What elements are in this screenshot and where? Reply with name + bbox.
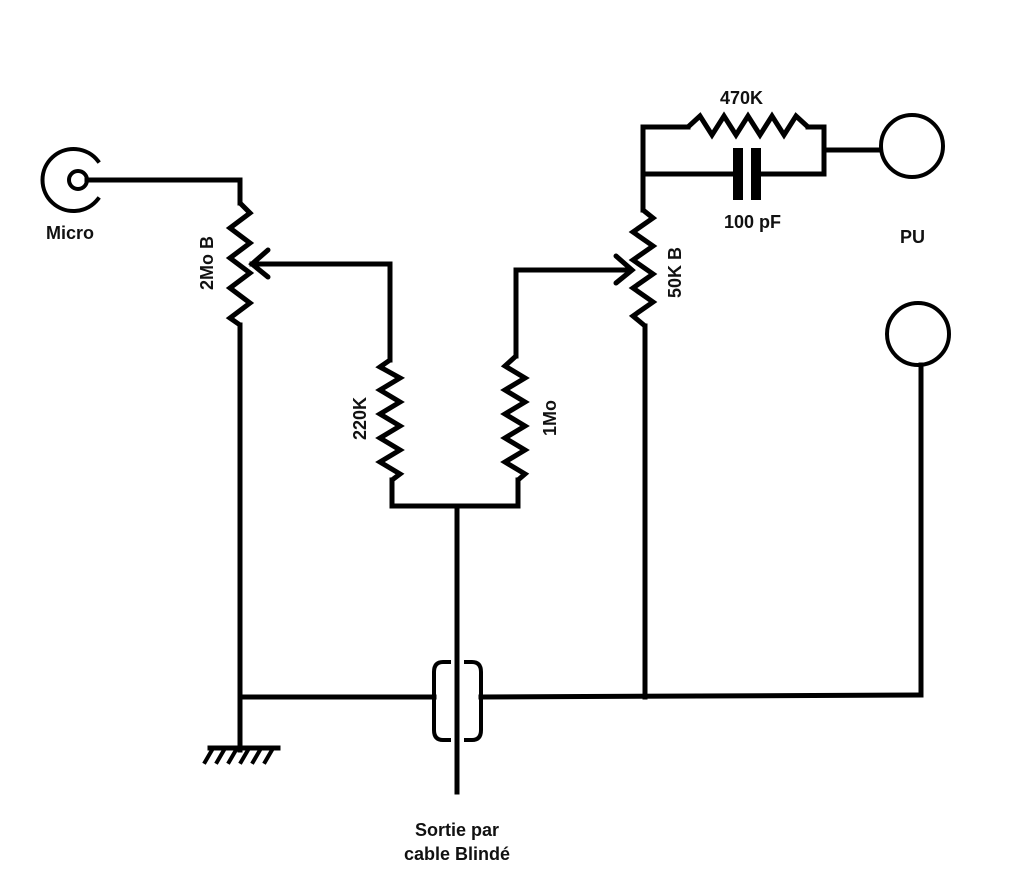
- resistor-1mo-icon: [500, 353, 530, 483]
- capacitor-plate-right-icon: [751, 148, 761, 200]
- label-output-line2: cable Blindé: [404, 844, 510, 864]
- label-micro: Micro: [46, 223, 94, 243]
- label-output-line1: Sortie par: [415, 820, 499, 840]
- wire-ground-bus-right: [478, 692, 924, 700]
- pot-50k-resistor-icon: [628, 207, 658, 329]
- label-470k: 470K: [720, 88, 763, 108]
- pot-2mo-resistor-icon: [225, 200, 255, 328]
- resistor-470k-icon: [685, 111, 811, 140]
- pot-2mo-wiper-arrow-icon: [248, 247, 393, 280]
- capacitor-plate-left-icon: [733, 148, 743, 200]
- label-100pf: 100 pF: [724, 212, 781, 232]
- pot-50k-wiper-arrow-icon: [513, 253, 636, 286]
- label-pot-2mo: 2Mo B: [197, 236, 217, 290]
- pickup-terminal-top-icon: [879, 113, 945, 179]
- ground-icon: [202, 745, 281, 765]
- label-pu: PU: [900, 227, 925, 247]
- shielded-cable-icon: [432, 660, 483, 742]
- label-220k: 220K: [350, 397, 370, 440]
- resistor-220k-icon: [375, 357, 406, 483]
- pickup-terminal-bottom-icon: [885, 301, 951, 367]
- label-1mo: 1Mo: [540, 400, 560, 436]
- label-pot-50k: 50K B: [665, 247, 685, 298]
